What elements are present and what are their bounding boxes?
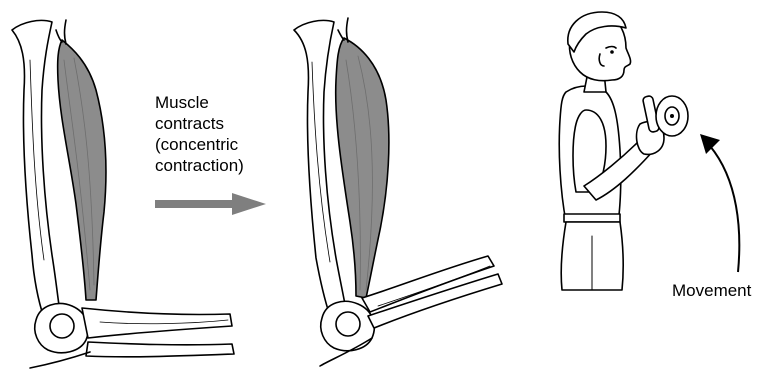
forearm-bones (82, 308, 232, 338)
dumbbell (642, 95, 688, 136)
biceps-muscle (58, 40, 106, 300)
contracted-arm-illustration (294, 18, 502, 366)
contraction-label-line-4: contraction) (155, 155, 244, 176)
movement-label: Movement (672, 280, 751, 301)
elbow-joint (321, 301, 375, 350)
contraction-label: Muscle contracts (concentric contraction… (155, 92, 244, 176)
belt (564, 214, 620, 222)
biceps-muscle (336, 38, 389, 298)
humerus-bone (12, 20, 60, 318)
elbow-joint (35, 304, 89, 353)
movement-arrow (700, 134, 739, 272)
contraction-arrow (155, 193, 266, 215)
contraction-label-line-1: Muscle (155, 92, 244, 113)
person-lifting-dumbbell (559, 12, 688, 290)
contraction-label-line-2: contracts (155, 113, 244, 134)
contraction-label-line-3: (concentric (155, 134, 244, 155)
relaxed-arm-illustration (12, 20, 234, 368)
